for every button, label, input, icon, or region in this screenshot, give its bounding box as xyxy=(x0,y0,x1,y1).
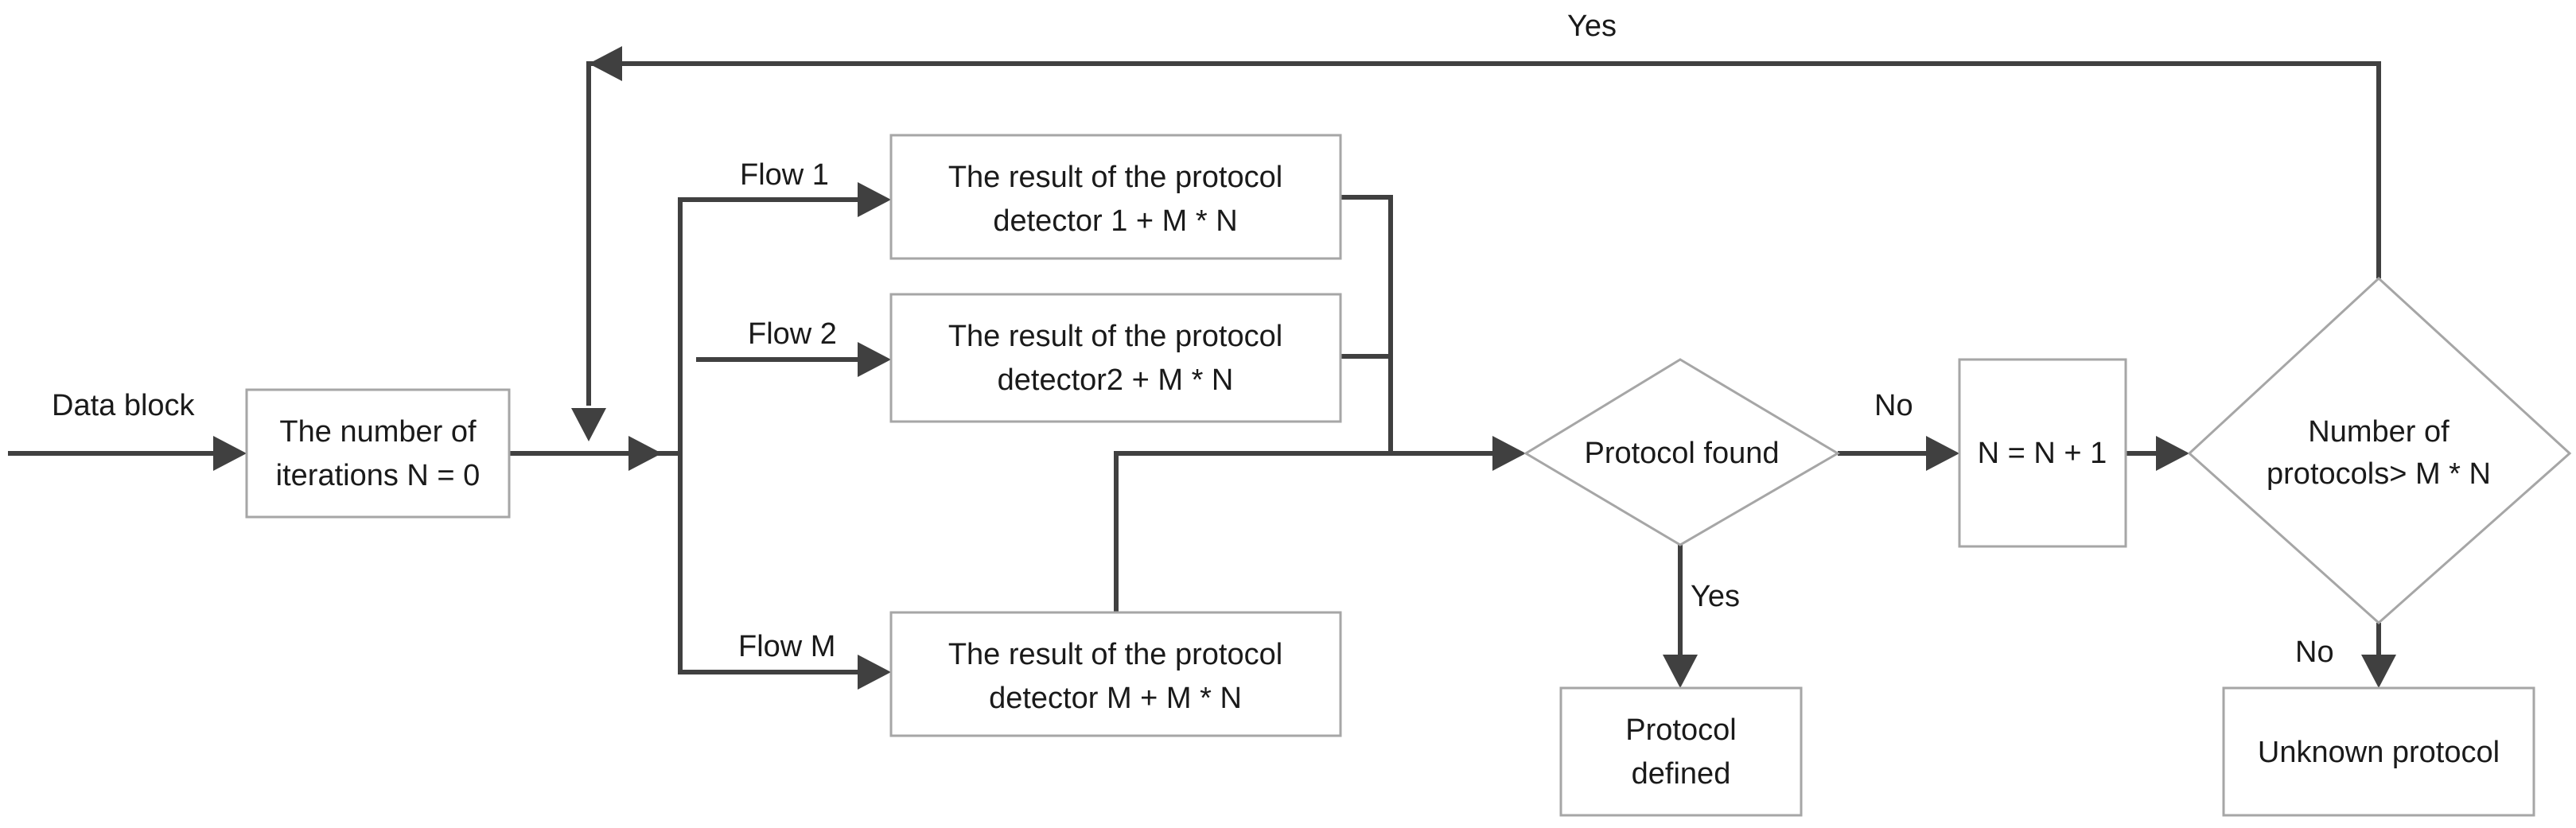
node-detector2-line1: The result of the protocol xyxy=(948,320,1282,353)
arrowheads xyxy=(213,46,2396,690)
label-flow-2: Flow 2 xyxy=(748,317,837,351)
label-data-block: Data block xyxy=(52,389,196,422)
edge-loop-back xyxy=(586,61,2381,406)
arrowhead-init xyxy=(213,436,247,471)
node-increment: N = N + 1 xyxy=(1958,358,2127,548)
arrowhead-unknown xyxy=(2361,655,2396,688)
arrowhead-detector1 xyxy=(858,182,891,217)
node-increment-line1: N = N + 1 xyxy=(1978,437,2107,470)
node-number-of-protocols: Number of protocols> M * N xyxy=(2187,276,2572,625)
node-unknown-protocol-line1: Unknown protocol xyxy=(2258,736,2500,769)
node-protocol-found: Protocol found xyxy=(1523,358,1840,546)
label-yes-found: Yes xyxy=(1691,580,1740,613)
node-unknown-protocol: Unknown protocol xyxy=(2222,686,2535,817)
node-detectorM-line1: The result of the protocol xyxy=(948,638,1282,671)
node-detectorM: The result of the protocol detector M + … xyxy=(889,611,1342,737)
arrowhead-junction xyxy=(628,436,662,471)
node-detectorM-line2: detector M + M * N xyxy=(989,682,1242,715)
node-init: The number of iterations N = 0 xyxy=(245,388,511,519)
arrowhead-loop-down xyxy=(571,408,606,441)
arrowhead-increment xyxy=(1926,436,1959,471)
node-detector2: The result of the protocol detector2 + M… xyxy=(889,293,1342,423)
label-flow-1: Flow 1 xyxy=(740,158,829,192)
label-no-count: No xyxy=(2295,636,2334,669)
arrowhead-loop-top xyxy=(589,46,622,81)
node-init-line2: iterations N = 0 xyxy=(276,459,481,492)
node-protocol-defined: Protocol defined xyxy=(1559,686,1803,817)
label-yes-top: Yes xyxy=(1567,10,1617,43)
edge-labels: Data block Flow 1 Flow 2 Flow M Yes No Y… xyxy=(52,10,2334,669)
label-flow-m: Flow M xyxy=(738,630,835,663)
node-init-line1: The number of xyxy=(279,415,477,449)
node-number-of-protocols-line1: Number of xyxy=(2308,415,2450,449)
arrowhead-found xyxy=(1492,436,1526,471)
label-no-found: No xyxy=(1874,389,1913,422)
node-protocol-defined-line2: defined xyxy=(1632,757,1731,791)
node-number-of-protocols-line2: protocols> M * N xyxy=(2267,457,2491,491)
arrowhead-count xyxy=(2156,436,2189,471)
node-protocol-defined-line1: Protocol xyxy=(1625,713,1736,747)
node-detector1: The result of the protocol detector 1 + … xyxy=(889,134,1342,260)
node-detector2-line2: detector2 + M * N xyxy=(998,363,1234,397)
node-detector1-line1: The result of the protocol xyxy=(948,161,1282,194)
arrowhead-defined xyxy=(1663,655,1698,688)
node-detector1-line2: detector 1 + M * N xyxy=(993,204,1237,238)
node-protocol-found-line1: Protocol found xyxy=(1584,437,1779,470)
arrowhead-detector2 xyxy=(858,342,891,377)
arrowhead-detectorM xyxy=(858,655,891,690)
